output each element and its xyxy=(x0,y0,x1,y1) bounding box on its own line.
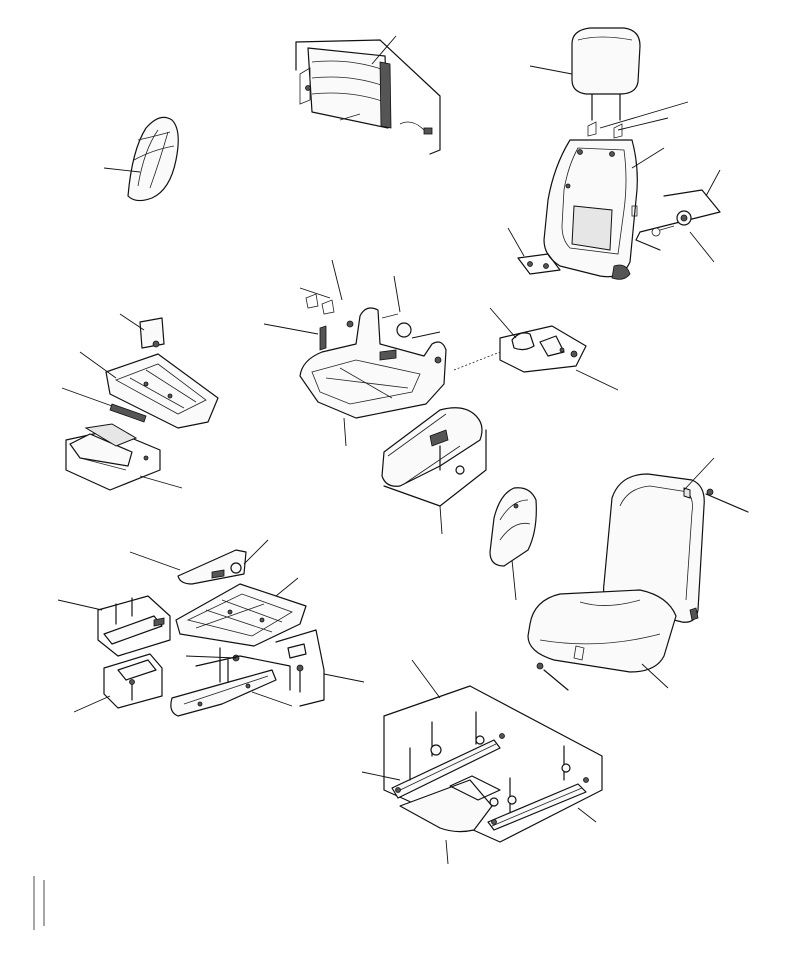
armrest xyxy=(381,407,487,535)
recliner-lever xyxy=(453,307,619,391)
seat-frame-left xyxy=(61,351,219,429)
seat-back-frame xyxy=(543,101,689,280)
headrest xyxy=(529,27,641,121)
side-cover-left xyxy=(103,116,179,202)
seat-back-panel xyxy=(295,35,441,155)
seat-pan xyxy=(129,539,307,647)
side-cover-right xyxy=(489,487,537,601)
handle-bar xyxy=(65,423,183,491)
recliner-knob xyxy=(635,169,721,263)
pin-set xyxy=(275,629,365,707)
left-rail xyxy=(57,595,171,657)
small-bracket xyxy=(119,313,165,349)
right-rail xyxy=(73,653,163,713)
slide-rail-assembly xyxy=(361,659,603,865)
bracket-plate xyxy=(170,655,293,717)
bracket-pin xyxy=(507,227,561,275)
corner-mark xyxy=(33,876,45,930)
seat-frame xyxy=(263,259,447,447)
seat-cushion-assembly xyxy=(527,457,749,691)
